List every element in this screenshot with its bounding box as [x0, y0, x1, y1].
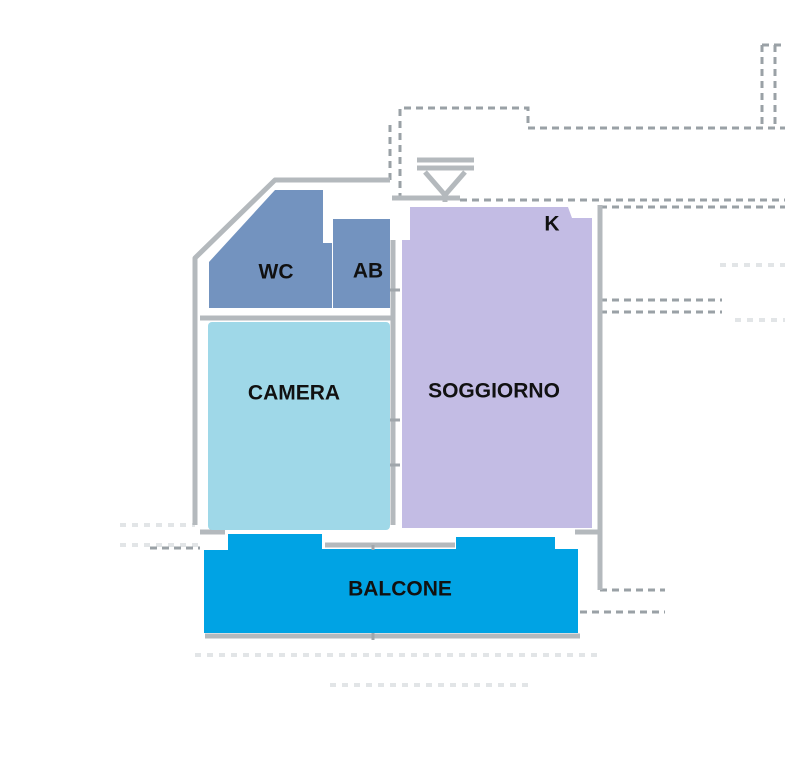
- walls: [192, 177, 603, 639]
- soggiorno-room: [402, 207, 592, 528]
- kitchen-label: K: [544, 213, 559, 236]
- wc-room: [209, 190, 332, 308]
- neighbour-outlines: [150, 43, 785, 614]
- ab-label: AB: [353, 260, 383, 283]
- soggiorno-label: SOGGIORNO: [428, 380, 560, 403]
- balcone-label: BALCONE: [348, 578, 452, 601]
- antenna-icon: [417, 157, 474, 202]
- camera-room: [208, 322, 390, 530]
- ab-room: [333, 219, 390, 308]
- wc-label: WC: [259, 261, 294, 284]
- balcone-room: [204, 534, 578, 633]
- context-lines: [120, 263, 785, 687]
- wall-ticks: [371, 288, 400, 640]
- camera-label: CAMERA: [248, 382, 340, 405]
